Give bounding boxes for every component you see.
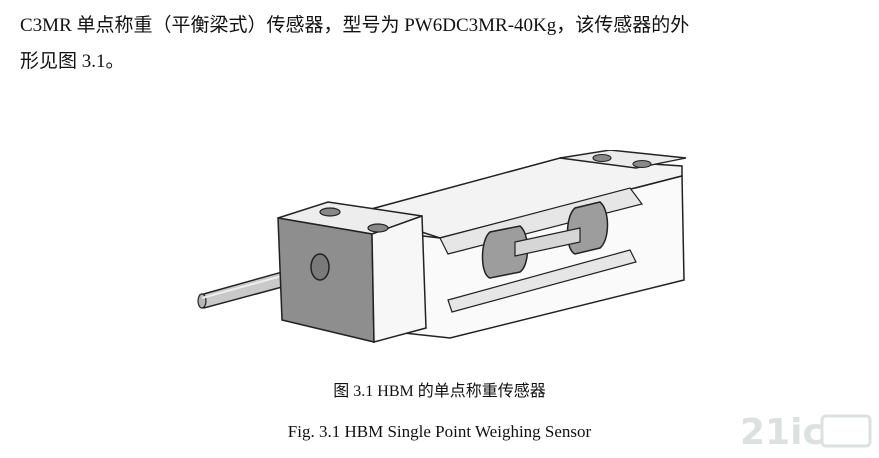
- figure-caption-english: Fig. 3.1 HBM Single Point Weighing Senso…: [287, 422, 592, 441]
- left-block: [277, 201, 427, 343]
- watermark-text: 21ic: [740, 412, 824, 452]
- body-paragraph: C3MR 单点称重（平衡梁式）传感器，型号为 PW6DC3MR-40Kg，该传感…: [20, 8, 865, 80]
- beam-body: [354, 157, 685, 339]
- mount-hole-1: [319, 207, 341, 217]
- mount-hole-4: [632, 159, 652, 169]
- figure-caption-chinese: 图 3.1 HBM 的单点称重传感器: [333, 383, 546, 400]
- watermark-logo-graphic: 21ic: [740, 412, 872, 453]
- right-block: [559, 150, 687, 169]
- mount-hole-2: [367, 223, 389, 233]
- paragraph-line-1: C3MR 单点称重（平衡梁式）传感器，型号为 PW6DC3MR-40Kg，该传感…: [20, 15, 690, 36]
- figure-load-cell: [190, 150, 690, 350]
- mount-hole-3: [592, 153, 612, 163]
- paragraph-line-2: 形见图 3.1。: [20, 51, 125, 72]
- watermark-logo: 21ic: [738, 410, 874, 453]
- cable-gland: [310, 253, 330, 281]
- load-cell-illustration: [197, 150, 687, 343]
